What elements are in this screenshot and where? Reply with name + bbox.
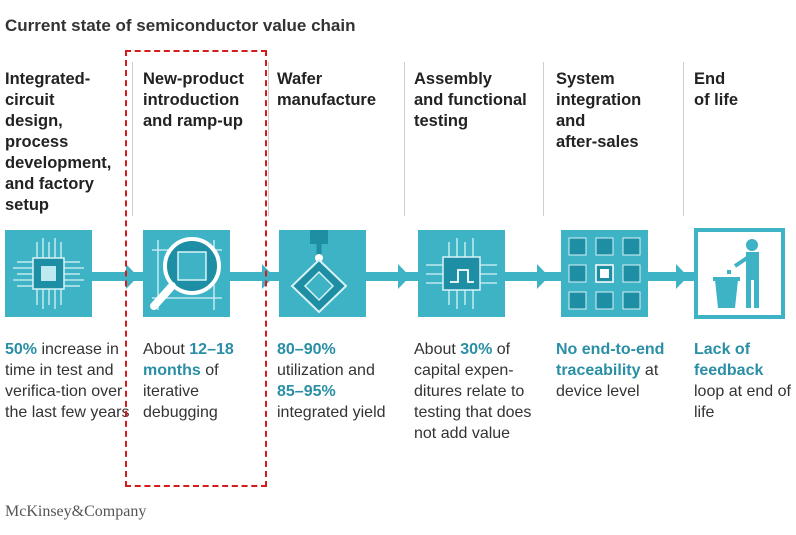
highlight-text: 30% xyxy=(460,341,493,358)
stage-desc-eol: Lack of feedback loop at end of life xyxy=(694,339,792,423)
chip-icon xyxy=(5,230,92,317)
column-divider xyxy=(683,62,684,216)
stage-desc-npi: About 12–18 months of iterative debuggin… xyxy=(143,339,271,423)
trash-disposal-icon xyxy=(694,228,785,319)
highlight-text: 12–18 months xyxy=(143,341,234,379)
chip-grid-icon xyxy=(561,230,648,317)
stage-desc-system: No end-to-end traceability at device lev… xyxy=(556,339,684,402)
column-divider xyxy=(543,62,544,216)
desc-text: utilization and xyxy=(277,362,375,379)
stage-title-npi: New-product introduction and ramp-up xyxy=(143,70,244,130)
desc-text: About xyxy=(414,341,461,358)
process-flow-icons xyxy=(5,228,785,319)
column-divider xyxy=(132,62,133,216)
magnifier-chip-icon xyxy=(143,230,230,317)
stage-title-design: Integrated- circuit design, process deve… xyxy=(5,70,112,214)
diagram-title: Current state of semiconductor value cha… xyxy=(5,16,356,35)
flow-arrow-icon xyxy=(126,264,138,289)
desc-text: integrated yield xyxy=(277,404,386,421)
desc-text: at device level xyxy=(556,362,659,400)
stage-desc-wafer: 80–90% utilization and 85–95% integrated… xyxy=(277,339,405,423)
highlight-text: No end-to-end traceability xyxy=(556,341,665,379)
flow-arrow-icon xyxy=(676,264,688,289)
stage-title-wafer: Wafer manufacture xyxy=(277,70,377,109)
flow-arrow-icon xyxy=(537,264,549,289)
stage-desc-assembly: About 30% of capital expen-ditures relat… xyxy=(414,339,542,444)
mckinsey-logo: McKinsey&Company xyxy=(5,503,147,520)
desc-text: increase in time in test and verifica-ti… xyxy=(5,341,130,421)
desc-text: About xyxy=(143,341,190,358)
highlight-text: 85–95% xyxy=(277,383,336,400)
test-chip-icon xyxy=(418,230,505,317)
desc-text: of capital expen-ditures relate to testi… xyxy=(414,341,532,442)
flow-arrow-icon xyxy=(398,264,410,289)
desc-text: loop at end of life xyxy=(694,383,791,421)
wafer-robot-arm-icon xyxy=(279,230,366,317)
stage-title-assembly: Assembly and functional testing xyxy=(414,70,527,130)
column-divider xyxy=(404,62,405,216)
stage-desc-design: 50% increase in time in test and verific… xyxy=(5,339,133,423)
stage-title-eol: End of life xyxy=(694,70,738,109)
column-divider xyxy=(268,62,269,216)
highlight-text: 50% xyxy=(5,341,38,358)
highlight-text: 80–90% xyxy=(277,341,336,358)
npi-highlight-box xyxy=(125,50,267,487)
stage-title-system: System integration and after-sales xyxy=(556,70,642,151)
desc-text: of iterative debugging xyxy=(143,362,219,421)
highlight-text: Lack of feedback xyxy=(694,341,764,379)
